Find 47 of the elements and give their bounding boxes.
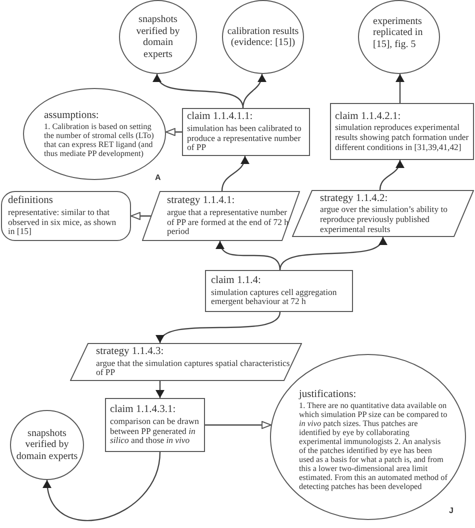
support-arrow bbox=[396, 74, 404, 103]
support-arrow bbox=[158, 312, 281, 344]
node-text: argue that the simulation captures spatial characteristics of PP bbox=[96, 358, 291, 378]
context-arrow bbox=[205, 421, 272, 429]
node-heading: claim 1.1.4.3.1: bbox=[110, 404, 177, 417]
node-heading: claim 1.1.4.1.1: bbox=[187, 111, 254, 124]
claim-box bbox=[105, 398, 205, 452]
node-text: snapshots verified by domain experts bbox=[15, 428, 79, 462]
support-arrow bbox=[217, 240, 281, 270]
node-heading: claim 1.1.4.2.1: bbox=[335, 110, 402, 124]
context-arrow bbox=[165, 128, 182, 136]
node-text: snapshots verified by domain experts bbox=[135, 14, 181, 60]
node-text: simulation reproduces experimental results showing patch formation under different conditions in [31,39,41,42] bbox=[335, 123, 469, 152]
node-text: experiments replicated in [15], fig. 5 bbox=[373, 16, 424, 50]
node-heading: definitions bbox=[8, 195, 54, 208]
node-text: calibration results (evidence: [15]) bbox=[227, 26, 299, 48]
context-box bbox=[1, 191, 131, 241]
marker-letter: A bbox=[155, 172, 161, 184]
marker-letter: J bbox=[449, 505, 454, 517]
node-text: comparison can be drawn between PP generated in silico and those in vivo bbox=[110, 416, 200, 446]
claim-box bbox=[330, 103, 474, 160]
node-heading: strategy 1.1.4.2: bbox=[320, 192, 389, 206]
support-arrow bbox=[44, 452, 161, 522]
support-arrow bbox=[221, 156, 249, 192]
support-arrow bbox=[154, 74, 244, 108]
node-heading: strategy 1.1.4.1: bbox=[167, 195, 236, 208]
claim-box bbox=[182, 108, 310, 156]
node-heading: claim 1.1.4: bbox=[211, 275, 262, 288]
node-text: 1. Calibration is based on setting the number of stromal cells (LTo) that can express RET ligand (and thus mediate PP development) bbox=[44, 122, 155, 158]
strategy-parallelogram bbox=[292, 190, 474, 237]
node-heading: justifications: bbox=[299, 388, 358, 402]
node-text: representative: similar to that observed in six mice, as shown in [15] bbox=[8, 208, 118, 237]
claim-box bbox=[205, 270, 353, 312]
strategy-parallelogram bbox=[142, 191, 300, 241]
node-text: simulation has been calibrated to produce a representative number of PP bbox=[187, 124, 302, 153]
node-text: argue over the simulation’s ability to reproduce previously published experimental results bbox=[320, 205, 448, 234]
node-text: argue that a representative number of PP are formed at the end of 72 h period bbox=[167, 208, 290, 237]
node-text: 1. There are no quantitative data available on which simulation PP size can be compared to in vivo patch sizes. Thus patches are identified by eye by collaborating experimental immunologists 2. An analysis of the patches identified by eye has been used as a basis for what a patch is, and from this a lower two-dimensional area limit estimated. From this an automated method of detecting patches has been developed bbox=[299, 401, 448, 492]
context-arrow bbox=[130, 212, 151, 220]
node-heading: strategy 1.1.4.3: bbox=[96, 346, 165, 359]
support-arrow bbox=[379, 160, 404, 190]
strategy-parallelogram bbox=[70, 343, 302, 381]
support-arrow bbox=[156, 381, 164, 398]
support-arrow bbox=[279, 236, 385, 270]
support-arrow bbox=[242, 74, 266, 108]
node-text: simulation captures cell aggregation emergent behaviour at 72 h bbox=[211, 288, 338, 307]
node-heading: assumptions: bbox=[44, 110, 100, 122]
